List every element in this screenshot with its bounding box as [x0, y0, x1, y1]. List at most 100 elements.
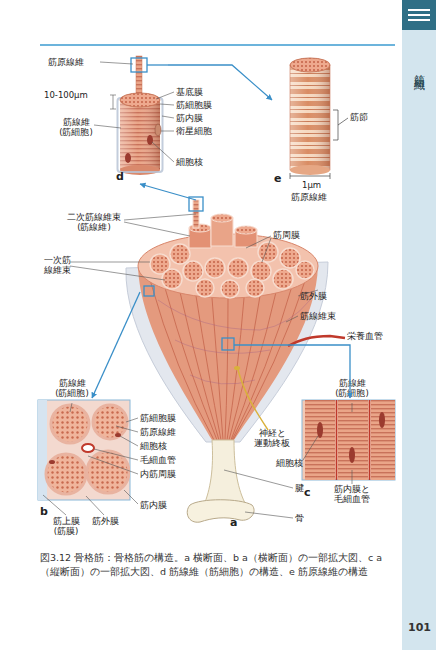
muscle-drawing [190, 375, 255, 384]
muscle-fiber-drawing [155, 124, 161, 136]
myofibril-drawing [290, 65, 330, 170]
cross-section-drawing [38, 400, 130, 500]
leader-line [120, 436, 138, 446]
leader-line [70, 214, 318, 518]
leader-line [110, 95, 116, 96]
muscle-drawing [211, 214, 233, 222]
muscle-drawing [296, 261, 314, 279]
leader-line [70, 403, 72, 412]
page-frame [408, 19, 430, 21]
muscle-drawing [212, 298, 223, 440]
muscle-fiber-drawing [120, 165, 160, 175]
part-label: 筋細胞膜 [140, 413, 176, 423]
muscle-drawing [229, 296, 260, 440]
page-frame [40, 0, 436, 650]
myofibril-drawing [290, 58, 348, 179]
muscle-drawing [187, 500, 254, 522]
muscle-drawing [221, 280, 239, 298]
muscle-fiber-drawing [147, 64, 168, 65]
cross-section-drawing [82, 444, 94, 452]
part-label: 細胞核 [140, 441, 167, 451]
panel-e: e [272, 52, 338, 184]
leader-line [86, 496, 104, 515]
leader-line [152, 142, 174, 162]
part-label: 筋細胞膜 [176, 100, 212, 110]
leader-line [94, 125, 121, 128]
part-label: 筋線維 (筋細胞) [54, 378, 90, 398]
cross-section-drawing [93, 405, 127, 439]
part-label: 毛細血管 [140, 455, 176, 465]
panel-b: b [38, 398, 130, 520]
muscle-fiber-drawing [147, 135, 153, 145]
leader-line [338, 118, 348, 125]
muscle-drawing [251, 261, 271, 281]
part-label: 二次筋線維束 (筋線維) [64, 212, 124, 232]
longitudinal-section-drawing [302, 400, 395, 480]
leader-line [124, 490, 138, 504]
leader-line [330, 173, 331, 179]
leader-line [333, 110, 338, 140]
longitudinal-section-drawing [371, 400, 395, 480]
part-label: 細胞核 [176, 157, 203, 167]
panel-c: c [300, 398, 398, 498]
magnify-arrow [325, 345, 350, 398]
myofibril-drawing [290, 165, 330, 175]
magnify-arrow [92, 292, 140, 398]
leader-line [94, 62, 174, 162]
longitudinal-section-drawing [336, 400, 338, 480]
leader-line [94, 449, 138, 460]
part-label: 神経と 運動終板 [252, 428, 292, 448]
part-label: 筋線維 (筋細胞) [334, 378, 370, 398]
cross-section-drawing [38, 400, 129, 500]
magnify-arrow [168, 65, 272, 100]
muscle-drawing [138, 266, 318, 440]
leader-line [162, 116, 174, 118]
longitudinal-section-drawing [338, 400, 368, 480]
part-label: 筋線維束 [300, 311, 336, 321]
muscle-drawing [189, 197, 203, 211]
part-label: 筋内膜と 毛細血管 [332, 484, 372, 504]
part-label: 筋原線維 [140, 427, 176, 437]
leader-line [161, 131, 174, 132]
leader-line [262, 238, 271, 262]
panel-letter: c [304, 486, 311, 499]
longitudinal-section-drawing [302, 400, 395, 484]
muscle-drawing [234, 366, 240, 370]
panel-letter: d [116, 170, 124, 183]
longitudinal-section-drawing [369, 400, 371, 480]
leader-line [126, 418, 138, 422]
leader-line [245, 512, 293, 518]
muscle-drawing [233, 278, 306, 440]
muscle-drawing [126, 262, 328, 442]
panel-letter: a [230, 516, 237, 529]
leader-line [70, 266, 165, 280]
part-label: 筋外膜 [92, 516, 119, 526]
leader-line [124, 214, 196, 220]
muscle-drawing [189, 200, 257, 248]
longitudinal-section-drawing [379, 412, 385, 428]
leader-line [110, 109, 116, 110]
leader-line [113, 95, 114, 109]
muscle-drawing [196, 279, 214, 297]
panel-letter: b [40, 505, 48, 518]
magnify-arrow [140, 184, 196, 200]
muscle-drawing [162, 269, 182, 289]
part-label: 筋線維 (筋細胞) [58, 117, 94, 137]
leader-line [116, 426, 138, 432]
muscle-fiber-drawing [94, 56, 174, 175]
part-label: 1µm [302, 180, 321, 190]
leader-line [303, 436, 318, 460]
leader-line [88, 456, 138, 474]
muscle-drawing [158, 300, 310, 384]
longitudinal-section-drawing [349, 447, 355, 463]
longitudinal-section-drawing [305, 400, 395, 480]
cross-section-drawing [38, 400, 47, 500]
leader-line [352, 470, 353, 484]
longitudinal-section-drawing [317, 422, 323, 438]
leader-line [100, 62, 133, 64]
leader-line [43, 403, 138, 515]
muscle-fiber-drawing [120, 100, 160, 170]
muscle-drawing [144, 286, 154, 296]
muscle-fiber-drawing [125, 153, 131, 163]
